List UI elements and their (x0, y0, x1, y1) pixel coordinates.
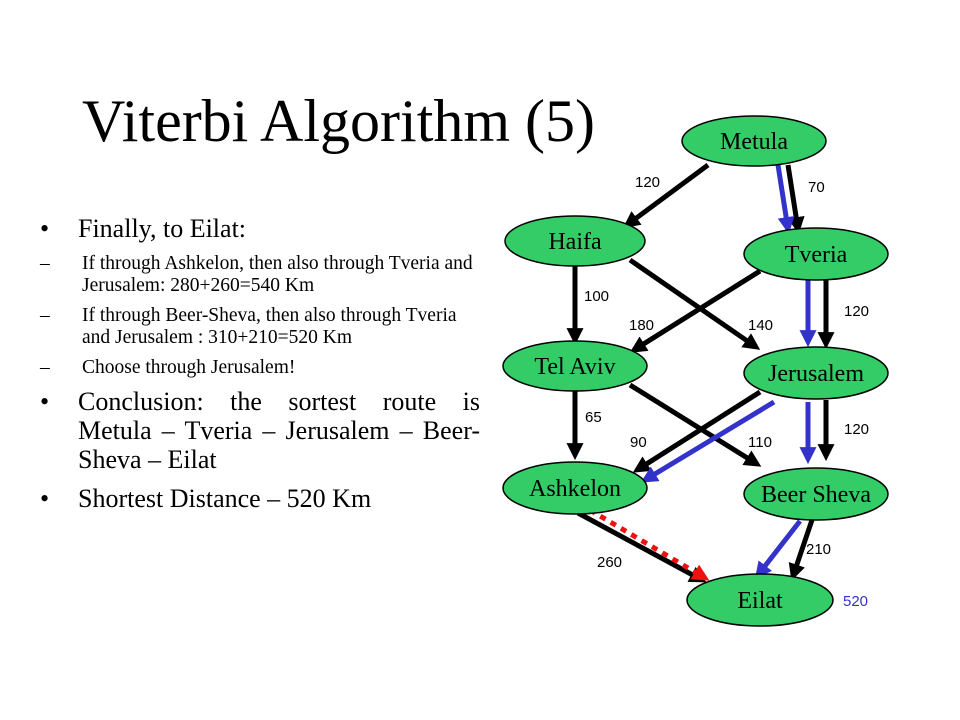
sub-bullet-item: – If through Ashkelon, then also through … (40, 253, 480, 297)
slide-title: Viterbi Algorithm (5) (82, 88, 595, 154)
edge-label-tveria-jerusalem: 120 (844, 303, 869, 320)
edge-haifa-jerusalem (628, 257, 761, 350)
edge-metula-haifa (622, 162, 710, 229)
node-beer-sheva: Beer Sheva (743, 467, 889, 521)
sub-bullet-text: If through Ashkelon, then also through T… (82, 253, 473, 296)
edge-label-jerusalem-beersheva: 120 (844, 421, 869, 438)
bullet-text: Shortest Distance – 520 Km (78, 484, 372, 513)
edge-label-metula-tveria: 70 (808, 179, 825, 196)
edge-label-ashkelon-eilat: 260 (597, 554, 622, 571)
edge-jerusalem-ashkelon (632, 389, 762, 473)
node-eilat: Eilat (686, 573, 834, 627)
edge-beersheva-eilat (788, 519, 815, 581)
edge-label-jerusalem-ashkelon: 90 (630, 434, 647, 451)
total-distance-label: 520 (843, 593, 868, 610)
dash-marker: – (40, 305, 50, 326)
node-ashkelon: Ashkelon (502, 461, 648, 515)
rejected-ashkelon-eilat (588, 507, 710, 581)
edge-metula-tveria (785, 164, 805, 235)
bullet-text: Conclusion: the sortest route is Metula … (78, 387, 480, 474)
node-label: Metula (720, 129, 788, 155)
sub-bullet-text: Choose through Jerusalem! (82, 357, 296, 378)
bullet-item: • Conclusion: the sortest route is Metula… (40, 387, 480, 474)
node-label: Tel Aviv (534, 354, 615, 380)
edge-ashkelon-eilat (576, 510, 707, 583)
node-label: Eilat (737, 588, 783, 614)
bullet-dot: • (40, 484, 50, 513)
dash-marker: – (40, 253, 50, 274)
node-label: Jerusalem (768, 361, 864, 387)
edge-label-beersheva-eilat: 210 (806, 541, 831, 558)
edge-label-haifa-jerusalem: 140 (748, 317, 773, 334)
sub-bullet-text: If through Beer-Sheva, then also through… (82, 305, 457, 348)
node-jerusalem: Jerusalem (743, 346, 889, 400)
node-tveria: Tveria (743, 227, 889, 281)
node-label: Ashkelon (529, 476, 621, 502)
sub-bullet-item: – Choose through Jerusalem! (40, 357, 480, 379)
bullet-list: • Finally, to Eilat: – If through Ashkelon… (40, 214, 480, 523)
node-label: Haifa (548, 229, 602, 255)
edge-tveria-telaviv (629, 268, 762, 353)
node-metula: Metula (681, 115, 827, 167)
highlight-metula-tveria (775, 164, 795, 235)
dash-marker: – (40, 357, 50, 378)
node-label: Beer Sheva (761, 482, 871, 508)
bullet-dot: • (40, 214, 50, 243)
node-tel-aviv: Tel Aviv (502, 340, 648, 392)
node-label: Tveria (785, 242, 848, 268)
bullet-item: • Finally, to Eilat: (40, 214, 480, 243)
bullet-text: Finally, to Eilat: (78, 214, 247, 243)
highlight-beersheva-eilat (754, 519, 802, 580)
sub-bullet-item: – If through Beer-Sheva, then also throug… (40, 305, 480, 349)
edge-label-tveria-telaviv: 180 (629, 317, 654, 334)
node-haifa: Haifa (504, 215, 646, 267)
edge-telaviv-beersheva (628, 382, 762, 467)
bullet-dot: • (40, 387, 50, 416)
edge-label-haifa-telaviv: 100 (584, 288, 609, 305)
edge-label-metula-haifa: 120 (635, 174, 660, 191)
bullet-item: • Shortest Distance – 520 Km (40, 484, 480, 513)
highlight-jerusalem-ashkelon (640, 399, 776, 483)
edge-label-telaviv-beersheva: 110 (748, 434, 772, 451)
edge-label-telaviv-ashkelon: 65 (585, 409, 602, 426)
